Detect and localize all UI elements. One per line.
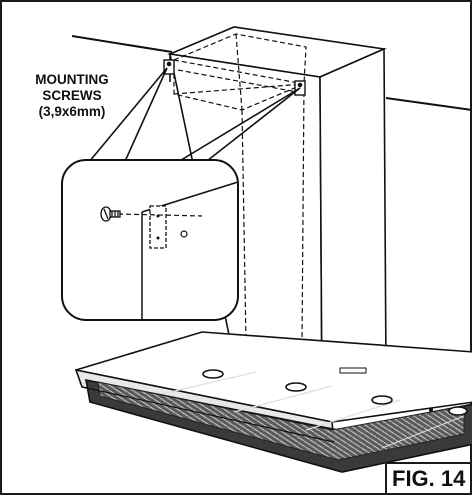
callout-leaders [83, 67, 301, 169]
mounting-screws-callout: MOUNTING SCREWS (3,9x6mm) [8, 72, 136, 120]
range-hood-icon [74, 331, 472, 473]
chimney-cover-icon [167, 26, 387, 399]
callout-line-2: SCREWS [42, 88, 102, 103]
screw-icon [100, 206, 121, 222]
detail-callout-bubble [61, 159, 239, 321]
figure-label: FIG. 14 [385, 462, 472, 495]
callout-line-1: MOUNTING [35, 72, 109, 87]
ceiling-lines [71, 35, 472, 111]
mounting-frame-hidden [173, 33, 307, 343]
callout-line-3: (3,9x6mm) [38, 104, 106, 119]
